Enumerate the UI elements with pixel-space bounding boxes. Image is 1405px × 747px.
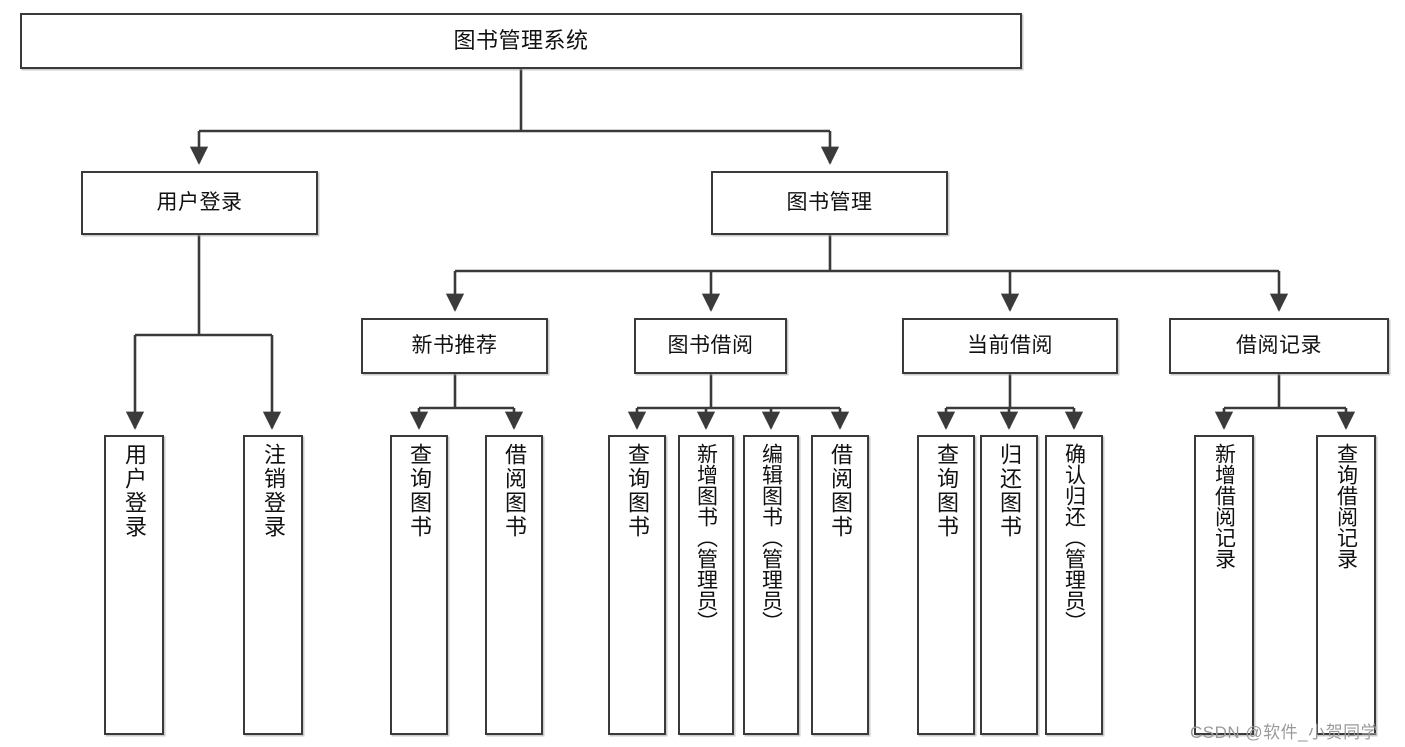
- node-book-borrow[interactable]: 图书借阅: [634, 318, 787, 374]
- node-leaf-query-borrow-record[interactable]: 查询借阅记录: [1316, 435, 1376, 735]
- node-label: 注销登录: [261, 443, 286, 539]
- node-label: 归还图书: [997, 443, 1022, 539]
- node-label: 查询借阅记录: [1334, 443, 1358, 569]
- node-root-book-management-system[interactable]: 图书管理系统: [20, 13, 1022, 69]
- node-label: 借阅图书: [502, 443, 527, 539]
- node-leaf-return-book[interactable]: 归还图书: [980, 435, 1038, 735]
- node-user-login[interactable]: 用户登录: [81, 171, 318, 235]
- node-label: 确认归还（管理员）: [1062, 443, 1086, 632]
- node-leaf-user-logout[interactable]: 注销登录: [243, 435, 303, 735]
- node-leaf-borrow-book-2[interactable]: 借阅图书: [811, 435, 869, 735]
- node-new-book-recommend[interactable]: 新书推荐: [361, 318, 548, 374]
- node-leaf-confirm-return[interactable]: 确认归还（管理员）: [1045, 435, 1103, 735]
- node-label: 当前借阅: [967, 333, 1053, 357]
- node-label: 图书借阅: [667, 333, 754, 357]
- node-current-borrow[interactable]: 当前借阅: [902, 318, 1118, 374]
- node-label: 用户登录: [156, 190, 243, 214]
- node-label: 借阅图书: [828, 443, 853, 539]
- node-leaf-borrow-book-1[interactable]: 借阅图书: [485, 435, 543, 735]
- node-leaf-add-book[interactable]: 新增图书（管理员）: [678, 435, 734, 735]
- node-label: 新书推荐: [411, 333, 498, 357]
- node-leaf-user-login[interactable]: 用户登录: [104, 435, 164, 735]
- node-leaf-query-book-2[interactable]: 查询图书: [608, 435, 666, 735]
- node-label: 新增图书（管理员）: [694, 443, 718, 632]
- node-leaf-edit-book[interactable]: 编辑图书（管理员）: [743, 435, 799, 735]
- node-borrow-record[interactable]: 借阅记录: [1169, 318, 1389, 374]
- node-label: 用户登录: [122, 443, 147, 539]
- node-label: 查询图书: [934, 443, 959, 539]
- node-label: 查询图书: [625, 443, 650, 539]
- node-label: 新增借阅记录: [1212, 443, 1236, 569]
- node-label: 图书管理系统: [453, 28, 589, 54]
- node-label: 图书管理: [786, 190, 873, 214]
- node-label: 查询图书: [407, 443, 432, 539]
- csdn-watermark: CSDN @软件_小贺同学: [1190, 723, 1379, 742]
- node-book-management[interactable]: 图书管理: [711, 171, 948, 235]
- node-leaf-add-borrow-record[interactable]: 新增借阅记录: [1194, 435, 1254, 735]
- node-leaf-query-book-1[interactable]: 查询图书: [390, 435, 448, 735]
- node-leaf-query-book-3[interactable]: 查询图书: [917, 435, 975, 735]
- node-label: 借阅记录: [1236, 333, 1322, 357]
- node-label: 编辑图书（管理员）: [759, 443, 783, 632]
